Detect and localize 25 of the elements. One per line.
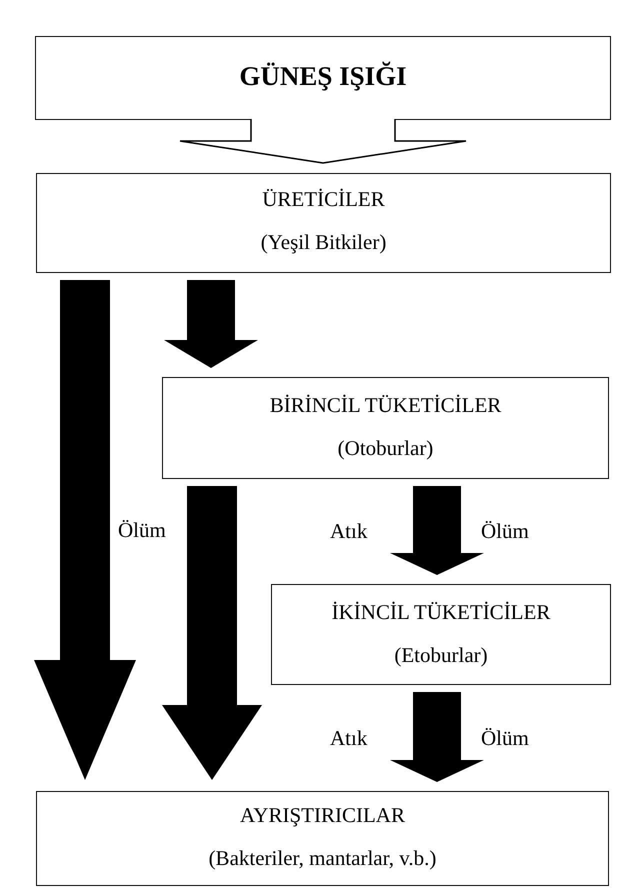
box-subtitle: (Etoburlar) <box>393 642 489 669</box>
box-subtitle: (Otoburlar) <box>336 435 434 462</box>
block-arrow <box>179 118 467 164</box>
box-heading: GÜNEŞ IŞIĞI <box>238 60 408 93</box>
flow-label: Atık <box>330 726 368 750</box>
box-heading: BİRİNCİL TÜKETİCİLER <box>268 392 502 419</box>
process-box <box>271 584 611 685</box>
block-arrow <box>164 280 258 368</box>
box-heading: ÜRETİCİLER <box>261 186 386 213</box>
process-box <box>36 791 609 886</box>
box-heading: İKİNCİL TÜKETİCİLER <box>330 599 552 626</box>
flow-label: Atık <box>330 519 368 543</box>
box-subtitle: (Bakteriler, mantarlar, v.b.) <box>208 845 438 872</box>
flow-label: Ölüm <box>118 518 166 542</box>
block-arrow <box>390 486 484 575</box>
block-arrow <box>162 486 262 780</box>
box-heading: AYRIŞTIRICILAR <box>239 802 406 829</box>
flow-label: Ölüm <box>481 519 529 543</box>
block-arrow <box>34 280 136 780</box>
process-box <box>35 36 611 120</box>
process-box <box>36 173 611 273</box>
box-subtitle: (Yeşil Bitkiler) <box>260 229 388 256</box>
flow-label: Ölüm <box>481 726 529 750</box>
process-box <box>162 377 609 479</box>
block-arrow <box>390 692 484 782</box>
